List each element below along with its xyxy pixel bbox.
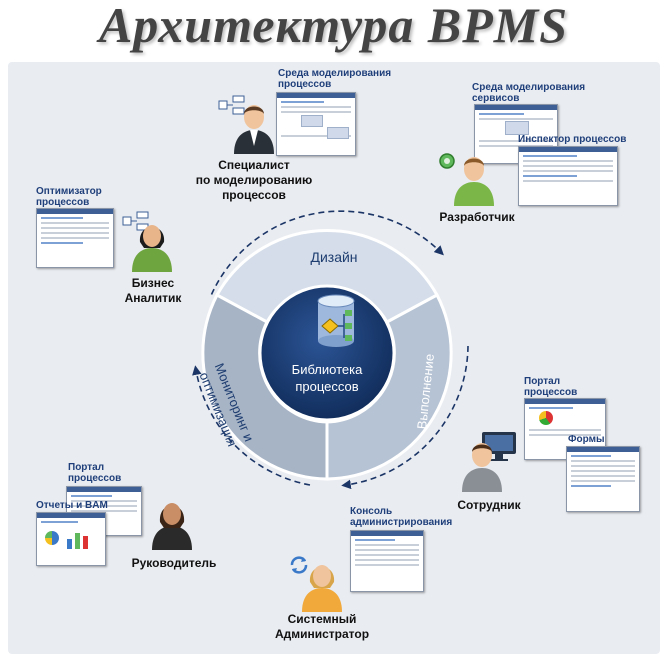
employee-avatar bbox=[462, 443, 502, 492]
cycle-arrow-right bbox=[341, 345, 469, 490]
developer-avatar bbox=[454, 157, 494, 206]
role-developer: Разработчик bbox=[439, 210, 515, 224]
flow-icon bbox=[122, 211, 149, 231]
caption-reports-bam: Отчеты и BAM bbox=[36, 500, 108, 511]
role-employee: Сотрудник bbox=[457, 498, 521, 512]
flow-icon bbox=[218, 95, 245, 115]
modeler-avatar bbox=[234, 105, 274, 154]
process-optimizer-screenshot bbox=[36, 208, 114, 268]
process-inspector-screenshot bbox=[518, 146, 618, 206]
process-library-circle bbox=[258, 284, 396, 422]
gear-icon bbox=[439, 153, 455, 169]
caption-process-inspector: Инспектор процессов bbox=[518, 134, 627, 145]
center-label-line1: Библиотека bbox=[292, 362, 363, 377]
caption-forms: Формы bbox=[568, 434, 605, 445]
cycle-arrow-left bbox=[192, 365, 311, 486]
manager-avatar bbox=[152, 503, 192, 550]
refresh-icon bbox=[290, 556, 308, 574]
center-label-line2: процессов bbox=[295, 379, 358, 394]
admin-avatar bbox=[302, 565, 342, 612]
reports-bam-screenshot bbox=[36, 512, 106, 566]
forms-screenshot bbox=[566, 446, 640, 512]
modeling-env-screenshot bbox=[276, 92, 356, 156]
segment-label-design: Дизайн bbox=[310, 249, 357, 265]
admin-console-screenshot bbox=[350, 530, 424, 592]
analyst-avatar bbox=[132, 225, 172, 272]
role-manager: Руководитель bbox=[131, 556, 217, 570]
cycle-arrow-top bbox=[210, 210, 444, 295]
library-icon bbox=[317, 294, 355, 347]
page-title: Архитектура BPMS bbox=[98, 0, 569, 53]
